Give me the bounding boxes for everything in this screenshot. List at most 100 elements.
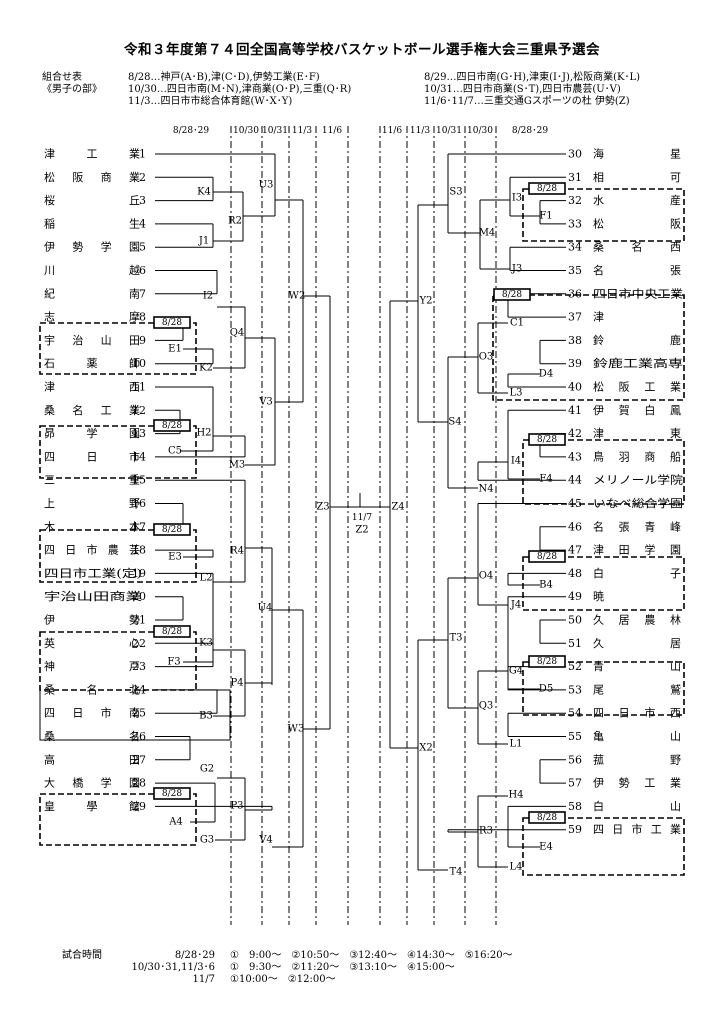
team-name-left: 三重 (44, 473, 140, 487)
team-name-right: メリノール学院 (593, 473, 683, 487)
game-label: L2 (199, 573, 212, 584)
date-tag-box (528, 182, 566, 195)
game-label: R3 (479, 826, 493, 837)
timing-slots-2: ① 9:30～ ②11:20～ ③13:10～ ④15:00～ (230, 962, 455, 973)
column-date-right-2: 11/3 (410, 126, 430, 136)
team-number-left: 5 (139, 241, 146, 254)
team-number-right: 42 (568, 427, 582, 440)
team-number-left: 28 (132, 777, 146, 790)
team-number-left: 18 (132, 544, 146, 557)
game-label: G4 (509, 666, 523, 677)
team-name-right: いなべ総合学園 (593, 496, 683, 510)
team-name-right: 松阪工業 (593, 380, 681, 394)
team-name-left: 皇學館 (44, 799, 140, 813)
team-number-left: 12 (132, 404, 146, 417)
team-name-right: 四日市西 (593, 706, 681, 720)
team-name-left: 木本 (44, 519, 140, 533)
team-name-right: 松阪 (593, 216, 681, 230)
match-group-box (39, 689, 231, 741)
column-date-right-4: 10/30 (467, 126, 493, 136)
game-label: M4 (479, 228, 496, 239)
team-number-right: 36 (568, 287, 582, 300)
game-label: L1 (509, 739, 522, 750)
team-name-right: 白子 (593, 566, 681, 580)
column-date-left-4: 11/3 (292, 126, 312, 136)
team-name-left: 津西 (44, 381, 140, 394)
team-number-right: 50 (568, 614, 582, 627)
team-name-left: 大橋学園 (44, 776, 140, 790)
team-number-left: 16 (132, 497, 146, 510)
team-number-right: 59 (568, 823, 582, 836)
team-name-left: 四日市南 (44, 706, 140, 720)
game-label: R4 (230, 546, 244, 557)
team-number-right: 41 (568, 404, 582, 417)
game-label: E3 (168, 552, 182, 563)
team-name-left: 志摩 (44, 310, 140, 324)
date-tag-box (153, 316, 191, 329)
team-number-left: 22 (132, 637, 146, 650)
date-tag: 8/28 (537, 657, 557, 667)
team-number-left: 3 (139, 194, 146, 207)
game-label: S3 (449, 187, 462, 198)
team-number-right: 38 (568, 334, 582, 347)
game-label: Z3 (316, 502, 329, 513)
date-tag: 8/28 (162, 318, 182, 328)
game-label: T3 (449, 633, 462, 644)
game-label: U4 (258, 603, 273, 614)
team-name-left: 桑名 (44, 729, 140, 743)
team-number-right: 48 (568, 567, 582, 580)
team-name-left: 川越 (44, 263, 140, 277)
match-group-box (522, 188, 685, 242)
match-group-box (522, 661, 685, 716)
game-label: C5 (168, 446, 182, 457)
timing-slots-3: ①10:00～ ②12:00～ (230, 974, 336, 985)
match-group-box (39, 322, 197, 375)
game-label: W2 (289, 291, 306, 302)
date-tag: 8/28 (502, 290, 522, 300)
team-number-right: 39 (568, 357, 582, 370)
team-name-right: 菰野 (593, 753, 681, 766)
team-number-right: 47 (568, 544, 582, 557)
column-date-right-5: 8/28･29 (512, 126, 548, 136)
team-name-right: 伊賀白鳳 (593, 403, 681, 417)
team-name-right: 久居 (593, 637, 681, 650)
date-tag-box (153, 419, 191, 432)
team-name-right: 津東 (593, 427, 681, 440)
game-label: H2 (196, 428, 211, 439)
team-number-right: 44 (568, 474, 582, 487)
game-label: A4 (168, 817, 183, 828)
date-tag: 8/28 (537, 813, 557, 823)
team-number-right: 57 (568, 777, 582, 790)
team-number-right: 33 (568, 217, 582, 230)
date-tag: 8/28 (162, 421, 182, 431)
game-label: V3 (258, 397, 273, 408)
team-name-left: 桜丘 (44, 193, 140, 207)
timing-label: 試合時間 (62, 950, 102, 961)
game-label: G2 (200, 764, 214, 775)
team-number-right: 56 (568, 753, 582, 766)
game-label: G3 (200, 835, 214, 846)
team-name-left: 英心 (44, 636, 140, 650)
team-number-left: 21 (132, 614, 146, 627)
team-number-left: 26 (132, 730, 146, 743)
match-group-box (39, 425, 197, 479)
match-group-box (522, 556, 685, 611)
team-number-right: 37 (568, 311, 582, 324)
team-name-right: 名張青峰 (593, 519, 681, 533)
column-date-left-2: 10/30 (233, 126, 259, 136)
match-group-box (492, 294, 685, 401)
game-label: L3 (509, 388, 522, 399)
match-group-box (39, 793, 197, 846)
team-name-right: 亀山 (593, 729, 681, 743)
team-number-left: 27 (132, 753, 146, 766)
game-label: N4 (478, 484, 493, 495)
team-name-left: 桑名工業 (44, 403, 140, 417)
final-game-label: Z2 (355, 525, 368, 536)
column-date-right-1: 11/6 (382, 126, 402, 136)
column-date-left-5: 11/6 (322, 126, 342, 136)
team-number-right: 52 (568, 660, 582, 673)
game-label: Z4 (391, 502, 404, 513)
team-number-left: 2 (139, 171, 146, 184)
label-boys-division: 《男子の部》 (42, 84, 102, 95)
team-name-right: 鳥羽商船 (593, 449, 681, 463)
